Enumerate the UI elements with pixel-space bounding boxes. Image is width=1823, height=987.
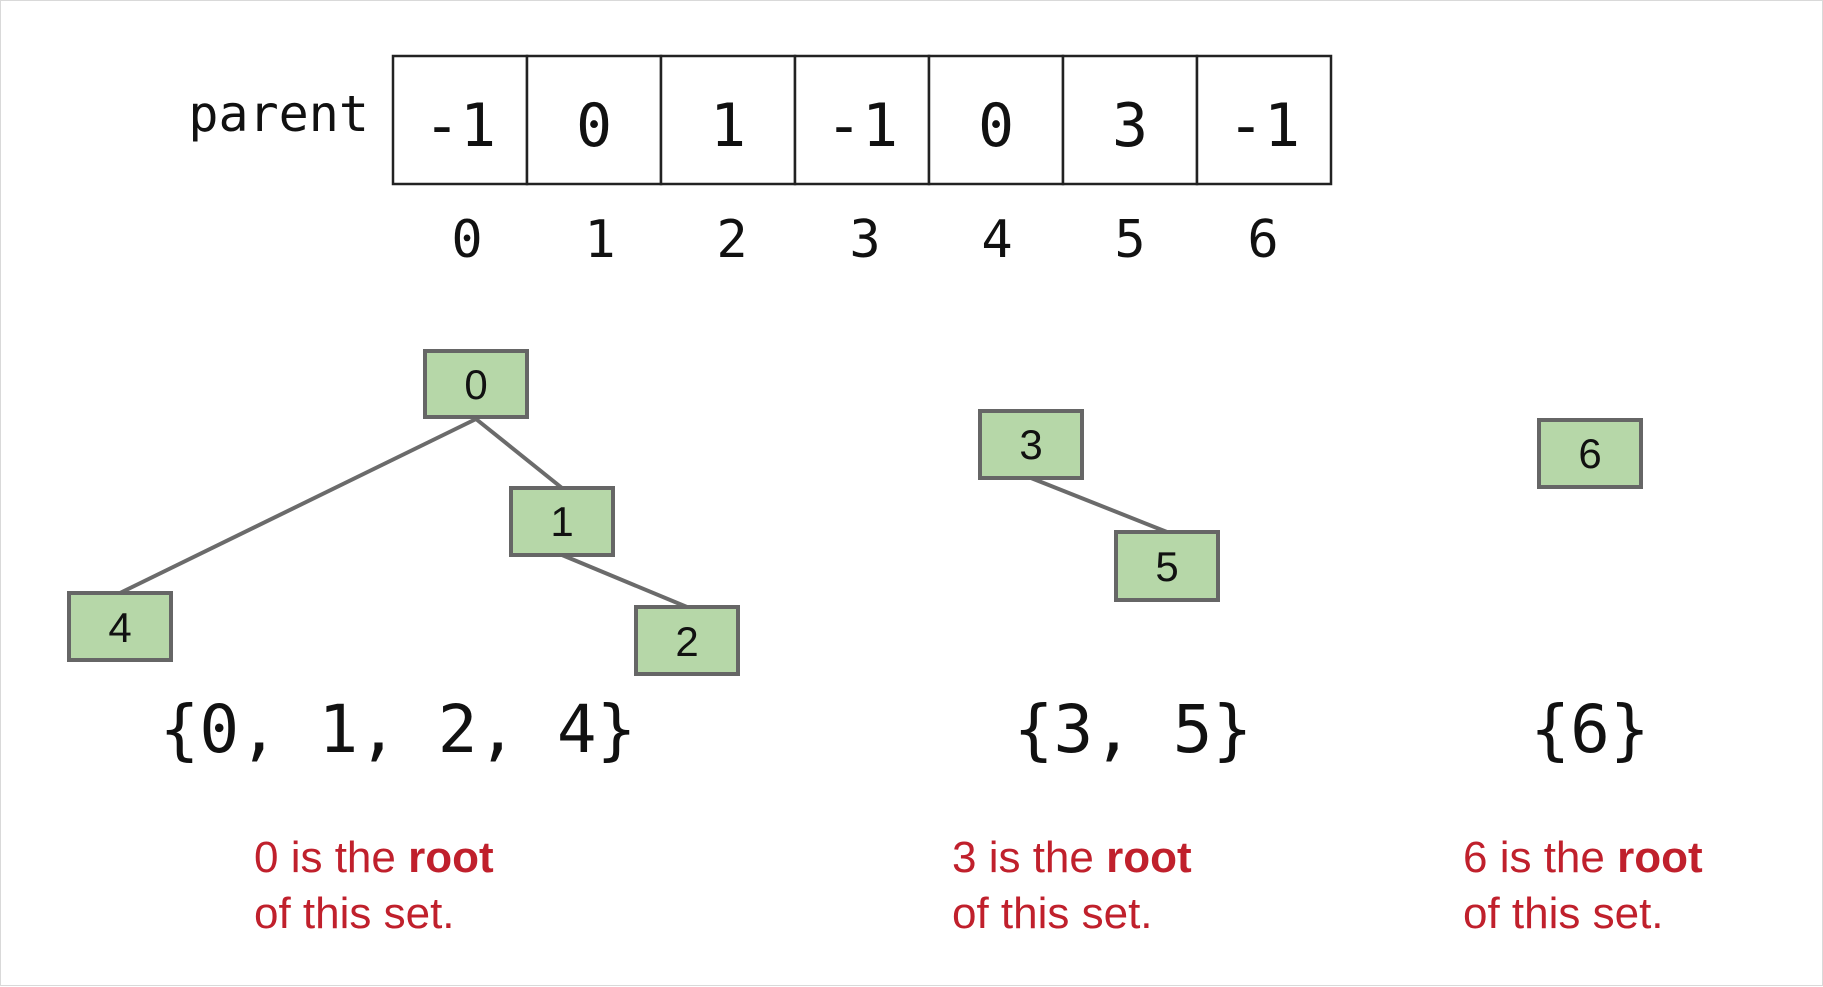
index-label: 1 <box>584 210 615 270</box>
caption-line-1: 6 is the root <box>1463 830 1703 886</box>
tree-node-6: 6 <box>1537 418 1643 489</box>
caption-prefix: 3 is the <box>952 833 1107 882</box>
cell-box <box>927 54 1065 186</box>
caption-set-c: 6 is the root of this set. <box>1463 830 1703 942</box>
array-cell-3: -1 <box>793 54 931 186</box>
cell-value: 3 <box>1112 91 1148 161</box>
cell-value: -1 <box>1228 91 1300 161</box>
parent-array: -1 0 1 -1 0 3 <box>391 54 1333 186</box>
caption-prefix: 0 is the <box>254 833 409 882</box>
caption-line-2: of this set. <box>952 889 1153 938</box>
cell-box <box>1195 54 1333 186</box>
index-label: 4 <box>981 210 1012 270</box>
set-notations: {0, 1, 2, 4} {3, 5} {6} <box>160 691 1650 768</box>
index-label: 3 <box>849 210 880 270</box>
cell-box <box>793 54 931 186</box>
node-label: 3 <box>1019 421 1042 468</box>
node-box <box>634 605 740 676</box>
array-cell-2: 1 <box>659 54 797 186</box>
tree-node-2: 2 <box>634 605 740 676</box>
edge-3-5 <box>1030 476 1168 534</box>
caption-root-word: root <box>408 833 494 882</box>
cell-value: -1 <box>424 91 496 161</box>
node-box <box>67 591 173 662</box>
node-label: 6 <box>1578 430 1601 477</box>
array-label: parent <box>188 85 369 143</box>
tree-node-0: 0 <box>423 349 529 419</box>
node-box <box>1114 530 1220 602</box>
array-cell-5: 3 <box>1061 54 1199 186</box>
caption-line-1: 3 is the root <box>952 830 1192 886</box>
edge-1-2 <box>561 553 688 609</box>
node-box <box>509 486 615 557</box>
caption-set-a: 0 is the root of this set. <box>254 830 494 942</box>
node-label: 0 <box>464 361 487 408</box>
tree-node-5: 5 <box>1114 530 1220 602</box>
edge-0-1 <box>474 417 564 490</box>
tree-edges <box>119 417 1168 609</box>
caption-line-1: 0 is the root <box>254 830 494 886</box>
array-indices: 0 1 2 3 4 5 6 <box>451 210 1278 270</box>
cell-value: -1 <box>826 91 898 161</box>
caption-line-2: of this set. <box>1463 889 1664 938</box>
cell-value: 1 <box>710 91 746 161</box>
caption-set-b: 3 is the root of this set. <box>952 830 1192 942</box>
tree-node-3: 3 <box>978 409 1084 480</box>
node-label: 2 <box>675 618 698 665</box>
node-label: 5 <box>1155 543 1178 590</box>
set-c-label: {6} <box>1530 691 1649 768</box>
array-cell-6: -1 <box>1195 54 1333 186</box>
index-label: 5 <box>1114 210 1145 270</box>
index-label: 0 <box>451 210 482 270</box>
index-label: 2 <box>716 210 747 270</box>
cell-value: 0 <box>978 91 1014 161</box>
node-label: 1 <box>550 498 573 545</box>
set-b-label: {3, 5} <box>1014 691 1252 768</box>
cell-value: 0 <box>576 91 612 161</box>
array-cell-4: 0 <box>927 54 1065 186</box>
index-label: 6 <box>1247 210 1278 270</box>
node-label: 4 <box>108 604 131 651</box>
caption-line-2: of this set. <box>254 889 455 938</box>
node-box <box>423 349 529 419</box>
set-a-label: {0, 1, 2, 4} <box>160 691 637 768</box>
node-box <box>978 409 1084 480</box>
caption-prefix: 6 is the <box>1463 833 1618 882</box>
node-box <box>1537 418 1643 489</box>
cell-box <box>1061 54 1199 186</box>
cell-box <box>659 54 797 186</box>
cell-box <box>391 54 529 186</box>
caption-root-word: root <box>1106 833 1192 882</box>
edge-0-4 <box>119 417 477 595</box>
tree-node-1: 1 <box>509 486 615 557</box>
caption-root-word: root <box>1617 833 1703 882</box>
tree-node-4: 4 <box>67 591 173 662</box>
array-cell-1: 0 <box>525 54 663 186</box>
array-cell-0: -1 <box>391 54 529 186</box>
tree-nodes: 0 1 2 3 4 5 6 <box>67 349 1643 676</box>
